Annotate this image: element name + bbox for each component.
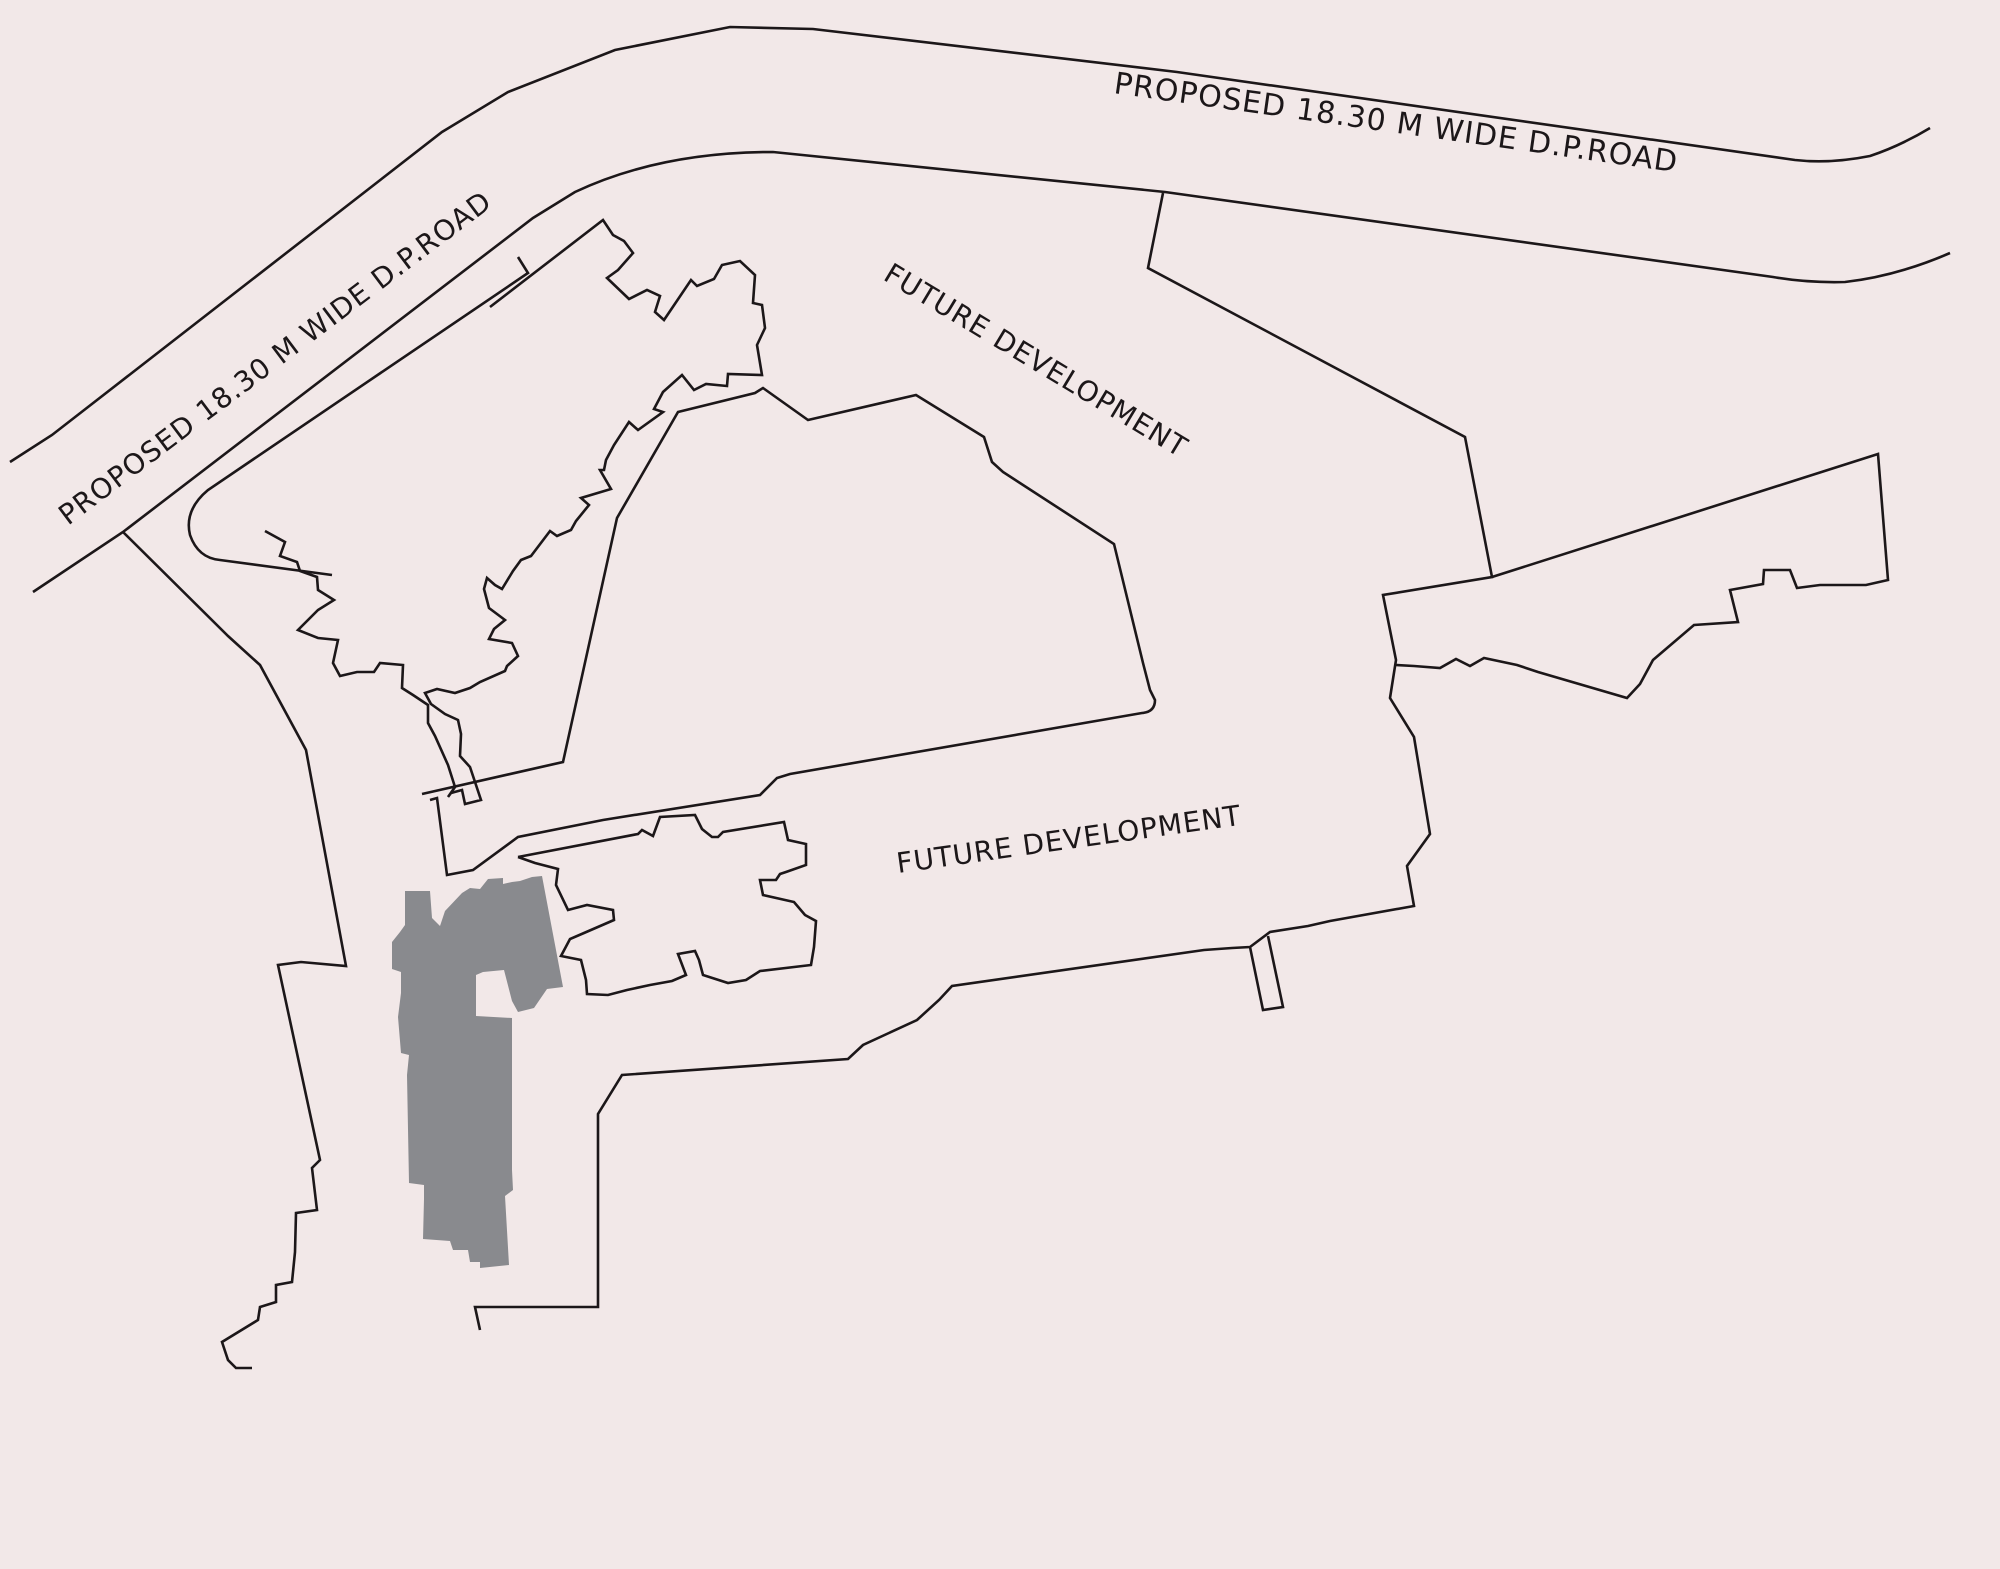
boundary-inlet (1248, 935, 1285, 1012)
future-development-label-lower: FUTURE DEVELOPMENT (894, 799, 1243, 880)
future-development-label-upper: FUTURE DEVELOPMENT (878, 257, 1193, 464)
road-top-outer-edge (9, 25, 1931, 464)
north-building-cluster (264, 218, 767, 806)
site-boundary (473, 192, 1494, 1331)
east-building-outline (1395, 452, 1890, 700)
internal-road (187, 256, 530, 577)
highlighted-building (392, 876, 563, 1268)
central-plaza-outline (421, 386, 1157, 877)
south-building-outline (517, 813, 818, 997)
road-label-left: PROPOSED 18.30 M WIDE D.P.ROAD (52, 184, 498, 531)
road-label-top: PROPOSED 18.30 M WIDE D.P.ROAD (1112, 66, 1680, 180)
road-top-inner-edge (32, 150, 1951, 594)
road-left-edge (122, 531, 348, 1370)
